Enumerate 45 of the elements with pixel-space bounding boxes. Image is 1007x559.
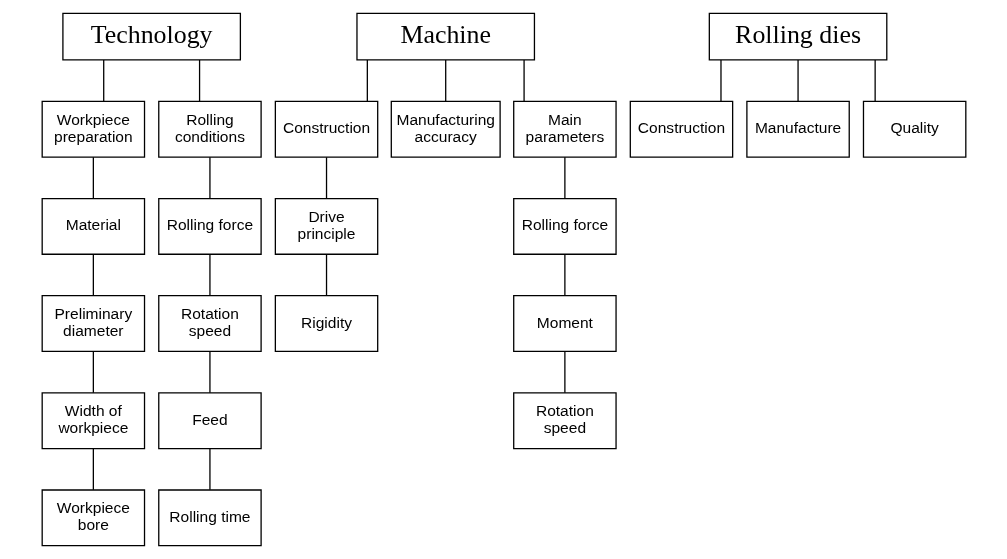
node-box: Technology <box>61 12 241 61</box>
node-box: Quality <box>862 100 966 158</box>
node-box: Rotation speed <box>512 392 617 450</box>
connector <box>198 59 200 102</box>
connector <box>522 59 525 102</box>
connector <box>563 351 566 394</box>
connector <box>366 59 368 102</box>
connector <box>796 59 799 102</box>
node-box: Width of workpiece <box>41 392 145 450</box>
connector <box>325 156 327 199</box>
connector <box>208 351 211 394</box>
connector <box>208 253 211 297</box>
node-box: Preliminary diameter <box>41 295 145 353</box>
connector <box>92 253 94 297</box>
node-box: Construction <box>274 100 378 158</box>
node-box: Rolling dies <box>708 12 887 61</box>
node-box: Workpiece bore <box>41 489 145 547</box>
connector <box>325 253 327 297</box>
node-box: Rolling force <box>512 197 617 255</box>
connector <box>208 448 211 491</box>
node-box: Drive principle <box>274 197 378 255</box>
node-box: Construction <box>629 100 733 158</box>
connector <box>102 59 104 102</box>
node-box: Feed <box>157 392 262 450</box>
node-box: Moment <box>512 295 617 353</box>
connector <box>563 156 566 199</box>
node-box: Main parameters <box>512 100 617 158</box>
node-box: Machine <box>355 12 535 61</box>
connector <box>719 59 722 102</box>
connector <box>563 253 566 297</box>
node-box: Rolling force <box>157 197 262 255</box>
node-box: Rolling time <box>157 489 262 547</box>
connector <box>874 59 876 102</box>
node-box: Manufacturing accuracy <box>390 100 501 158</box>
node-box: Material <box>41 197 145 255</box>
connector <box>92 448 94 491</box>
connector <box>92 156 94 199</box>
node-box: Workpiece preparation <box>41 100 145 158</box>
connector <box>208 156 211 199</box>
node-box: Rigidity <box>274 295 378 353</box>
node-box: Rolling conditions <box>157 100 262 158</box>
connector <box>444 59 446 102</box>
connector <box>92 351 94 394</box>
node-box: Rotation speed <box>157 295 262 353</box>
node-box: Manufacture <box>745 100 850 158</box>
